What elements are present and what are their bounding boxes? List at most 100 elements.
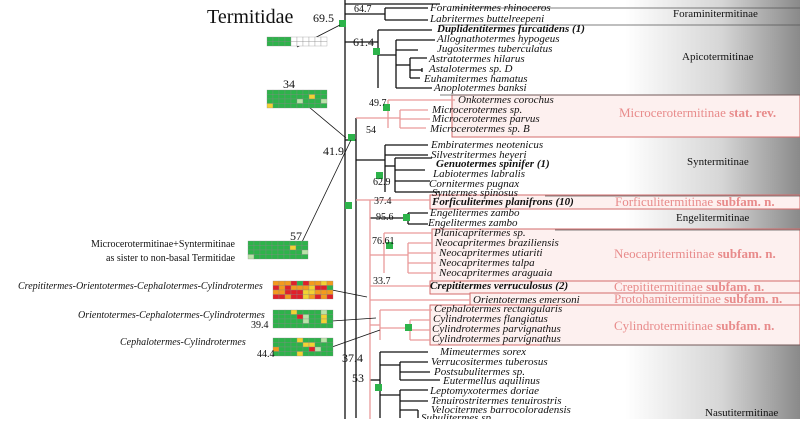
matrix-cell [278,342,286,348]
subfamily-status: subfam. n. [713,318,774,333]
matrix-cell [314,285,322,291]
taxon-label: Embiratermes neotenicus [430,139,543,151]
matrix-cell [301,245,309,251]
matrix-cell [266,89,274,95]
taxon-label: Anoplotermes banksi [433,82,527,94]
taxon-label: Jugositermes tuberculatus [437,43,552,55]
taxon-label: Astalotermes sp. D [428,63,512,75]
matrix-cell [302,289,310,295]
taxon-label: Labritermes buttelreepeni [429,13,544,25]
subfamily-neoc: Neocapritermitinae subfam. n. [614,246,776,261]
matrix-m57 [247,240,309,260]
matrix-cell [296,94,304,100]
subfamily-name: Nasutitermitinae [705,407,778,419]
taxon-label: Leptomyxotermes doriae [429,385,539,397]
matrix-cell [308,94,316,100]
matrix-cell [296,314,304,320]
subfamily-nasu: Nasutitermitinae [705,407,778,419]
matrix-cell [290,285,298,291]
matrix-cell [283,254,291,260]
taxon-label: Genuotermes spinifer (1) [436,158,550,170]
matrix-cell [259,254,267,260]
box-forficulitermitinae [429,194,800,210]
matrix-cell [284,36,292,42]
taxon-label: Neocapritermes araguaia [438,267,553,279]
matrix-cell [290,351,298,357]
matrix-cell [296,98,304,104]
matrix-cell [314,309,322,315]
matrix-morient [272,309,334,329]
matrix-cell [296,318,304,324]
matrix-cell [278,346,286,352]
support-64-7: 64.7 [354,4,372,15]
matrix-cell [284,280,292,286]
matrix-mcrep [272,280,334,300]
matrix-cell [272,289,280,295]
matrix-cell [302,98,310,104]
count-34: 34 [283,77,295,91]
taxon-label: Cylindrotermes parvignathus [432,323,561,335]
matrix-cell [265,240,273,246]
matrix-cell [302,89,310,95]
matrix-cell [272,337,280,343]
matrix-cell [308,346,316,352]
matrix-cell [290,337,298,343]
matrix-cell [290,36,298,42]
matrix-cell [271,254,279,260]
taxon-label: Microcerotermes parvus [431,113,540,125]
matrix-cell [308,41,316,47]
matrix-cell [265,254,273,260]
matrix-cell [308,318,316,324]
matrix-mceph [272,337,334,357]
box-microcerotermitinae [451,94,800,138]
matrix-cell [284,98,292,104]
taxon-label: Tenuirostritermes tenuirostris [431,395,562,407]
matrix-cell [314,89,322,95]
matrix-cell [284,318,292,324]
matrix-cell [314,342,322,348]
taxon-label: Labiotermes labralis [432,168,525,180]
matrix-cell [308,98,316,104]
matrix-cell [308,323,316,329]
matrix-cell [296,103,304,109]
matrix-cell [314,280,322,286]
support-95-6: 95.6 [376,212,394,223]
taxon-label: Macrotermes natalensis [429,0,536,3]
matrix-cell [314,351,322,357]
subfamily-name: Syntermitinae [687,156,749,168]
matrix-cell [308,280,316,286]
matrix-cell [302,294,310,300]
matrix-cell [253,249,261,255]
matrix-cell [284,103,292,109]
taxon-label: Cephalotermes rectangularis [434,303,562,315]
matrix-cell [320,337,328,343]
matrix-cell [320,294,328,300]
matrix-cell [272,285,280,291]
matrix-cell [289,249,297,255]
matrix-cell [326,318,334,324]
matrix-cell [247,245,255,251]
matrix-cell [290,314,298,320]
subfamily-apico: Apicotermitinae [682,51,754,63]
matrix-cell [296,36,304,42]
annotation-labels: 34 57 Microcerotermitinae+Syntermitinae … [18,77,302,360]
matrix-cell [272,309,280,315]
matrix-cell [320,41,328,47]
matrix-cell [253,245,261,251]
matrix-cell [253,240,261,246]
matrix-cell [290,41,298,47]
matrix-cell [290,294,298,300]
matrix-cell [314,346,322,352]
matrix-cell [326,314,334,320]
matrix-cell [284,346,292,352]
matrix-cell [290,323,298,329]
matrix-cell [266,94,274,100]
support-54: 54 [366,125,376,136]
support-61-4: 61.4 [353,35,374,49]
matrix-cell [278,103,286,109]
support-53: 53 [352,371,364,385]
matrix-cell [308,342,316,348]
matrix-cell [278,36,286,42]
matrix-cell [278,318,286,324]
taxon-label: Subulitermes sp. [421,412,494,419]
